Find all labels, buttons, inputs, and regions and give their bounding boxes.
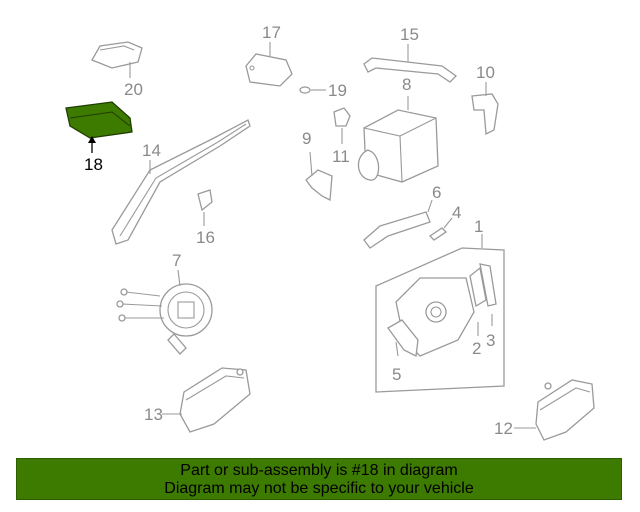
parts-diagram: 20 18 17 19 15 8 10 bbox=[65, 23, 595, 441]
part-12-knee-airbag[interactable]: 12 bbox=[494, 379, 595, 441]
callout-10: 10 bbox=[476, 63, 495, 82]
callout-13: 13 bbox=[144, 405, 163, 424]
callout-20: 20 bbox=[124, 80, 143, 99]
part-4-screw[interactable]: 4 bbox=[428, 203, 461, 241]
part-13-knee-airbag[interactable]: 13 bbox=[144, 367, 251, 433]
callout-3: 3 bbox=[486, 331, 495, 350]
part-16-clip[interactable]: 16 bbox=[196, 189, 215, 247]
part-7-clock-spring[interactable]: 7 bbox=[116, 251, 213, 355]
callout-4: 4 bbox=[452, 203, 461, 222]
part-3-connector[interactable]: 3 bbox=[479, 263, 497, 350]
callout-14: 14 bbox=[142, 141, 161, 160]
banner-line-2: Diagram may not be specific to your vehi… bbox=[164, 480, 474, 497]
highlighted-part-shape bbox=[65, 101, 133, 139]
callout-9: 9 bbox=[302, 129, 311, 148]
part-6-trim-cover[interactable]: 6 bbox=[363, 183, 441, 249]
banner-line-1: Part or sub-assembly is #18 in diagram bbox=[180, 462, 458, 479]
part-11-nut[interactable]: 11 bbox=[332, 107, 351, 166]
callout-18: 18 bbox=[84, 155, 103, 174]
callout-1: 1 bbox=[474, 217, 483, 236]
part-9-sensor-bracket[interactable]: 9 bbox=[302, 129, 333, 202]
callout-16: 16 bbox=[196, 228, 215, 247]
part-10-bracket[interactable]: 10 bbox=[471, 63, 499, 136]
part-20-sensor[interactable]: 20 bbox=[91, 41, 143, 99]
part-18-module-highlighted[interactable]: 18 bbox=[65, 101, 133, 174]
callout-15: 15 bbox=[400, 25, 419, 44]
part-19-bolt[interactable]: 19 bbox=[299, 81, 347, 100]
part-2-connector[interactable]: 2 bbox=[469, 266, 487, 358]
callout-12: 12 bbox=[494, 419, 513, 438]
callout-19: 19 bbox=[328, 81, 347, 100]
info-banner: Part or sub-assembly is #18 in diagram D… bbox=[16, 458, 622, 500]
part-17-module[interactable]: 17 bbox=[245, 23, 293, 87]
callout-2: 2 bbox=[472, 339, 481, 358]
callout-11: 11 bbox=[332, 147, 350, 166]
part-14-curtain-airbag[interactable]: 14 bbox=[111, 119, 251, 245]
callout-5: 5 bbox=[392, 365, 401, 384]
part-5-switch[interactable]: 5 bbox=[387, 319, 419, 384]
callout-17: 17 bbox=[262, 23, 281, 42]
callout-6: 6 bbox=[432, 183, 441, 202]
part-8-airbag-module[interactable]: 8 bbox=[357, 75, 439, 183]
part-15-bracket[interactable]: 15 bbox=[363, 25, 458, 83]
callout-8: 8 bbox=[402, 75, 411, 94]
callout-7: 7 bbox=[172, 251, 181, 270]
